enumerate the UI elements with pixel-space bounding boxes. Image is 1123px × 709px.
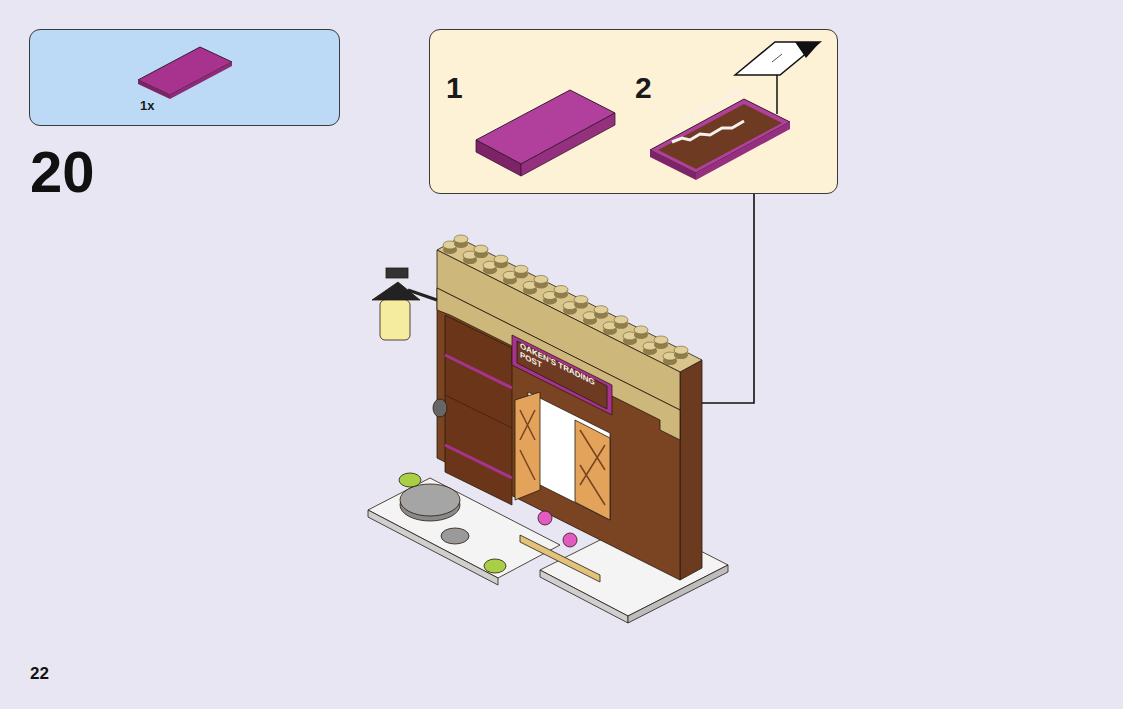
substep-number: 1 [446, 71, 463, 105]
stud [494, 255, 508, 268]
stud [614, 316, 628, 329]
stud [454, 235, 468, 248]
stud [654, 336, 668, 349]
substep-number: 2 [635, 71, 652, 105]
stud [534, 275, 548, 288]
page-number: 22 [30, 665, 49, 684]
model [368, 238, 728, 623]
stud [514, 265, 528, 278]
stud [574, 296, 588, 309]
stud [474, 245, 488, 258]
step-number: 20 [30, 140, 95, 204]
stud [674, 346, 688, 359]
tile-step2 [650, 42, 820, 180]
part-count: 1x [140, 98, 154, 113]
tile-part [138, 47, 232, 99]
stud [634, 326, 648, 339]
stud [554, 286, 568, 299]
stud [594, 306, 608, 319]
tile-step1 [476, 90, 615, 176]
